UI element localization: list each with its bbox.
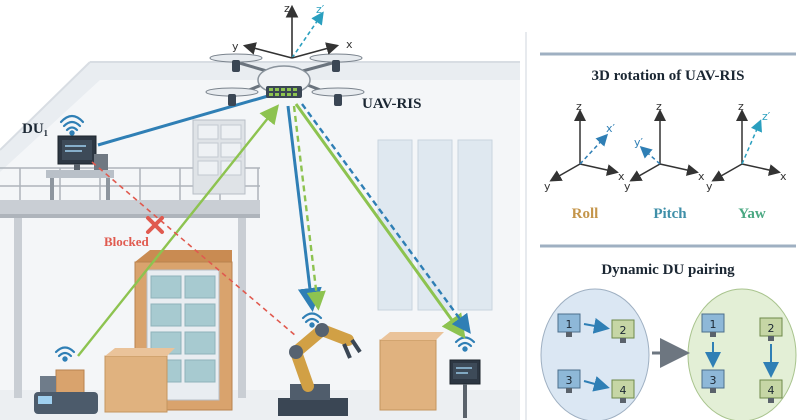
pairing-title: Dynamic DU pairing bbox=[601, 262, 735, 278]
pitch-axes bbox=[629, 109, 699, 182]
roll-label: Roll bbox=[572, 206, 599, 222]
du-monitor: 4 bbox=[759, 379, 783, 403]
du-monitor: 3 bbox=[701, 369, 725, 393]
du-monitor: 3 bbox=[557, 369, 581, 393]
pitch-axis-x: x bbox=[698, 170, 705, 183]
yaw-label: Yaw bbox=[738, 206, 766, 222]
pairing-before-bubble bbox=[540, 288, 650, 420]
pairing-arrow bbox=[583, 317, 610, 334]
du-monitor: 2 bbox=[611, 319, 635, 343]
wifi-icon bbox=[54, 346, 76, 362]
uav-axis-x: x bbox=[346, 38, 353, 51]
uav-axes bbox=[242, 4, 340, 59]
uav-drone bbox=[205, 53, 365, 106]
yaw-axis-x: x bbox=[780, 170, 787, 183]
pairing-after-bubble bbox=[687, 288, 797, 420]
pairing-arrow bbox=[583, 376, 610, 392]
roll-axes bbox=[549, 109, 619, 182]
uav-axis-y: y bbox=[232, 40, 239, 53]
du-monitor: 1 bbox=[557, 313, 581, 337]
upper-shelf bbox=[192, 119, 246, 195]
yaw-axis-z-prime: z′ bbox=[762, 110, 771, 123]
yaw-axis-z: z bbox=[738, 100, 744, 113]
du-monitor: 2 bbox=[759, 317, 783, 341]
du-number: 2 bbox=[620, 324, 627, 337]
pitch-axis-z: z bbox=[656, 100, 662, 113]
agv-robot bbox=[34, 376, 98, 414]
wifi-icon bbox=[301, 312, 323, 328]
roll-axis-x: x bbox=[618, 170, 625, 183]
blocked-icon bbox=[146, 216, 164, 234]
du1-workstation bbox=[46, 135, 114, 200]
du-number: 2 bbox=[768, 322, 775, 335]
rotation-title: 3D rotation of UAV-RIS bbox=[592, 68, 745, 84]
roll-axis-y: y bbox=[544, 180, 551, 193]
du-number: 4 bbox=[620, 384, 627, 397]
roll-axis-x-prime: x′ bbox=[606, 122, 616, 135]
uav-label: UAV-RIS bbox=[362, 96, 421, 112]
du-number: 1 bbox=[710, 318, 717, 331]
du-number: 3 bbox=[566, 374, 573, 387]
blocked-label: Blocked bbox=[104, 234, 150, 249]
yaw-axes bbox=[711, 109, 781, 182]
pitch-axis-y: y bbox=[624, 180, 631, 193]
uav-axis-z-prime: z′ bbox=[316, 3, 325, 16]
du-monitor: 4 bbox=[611, 379, 635, 403]
wifi-icon bbox=[59, 114, 85, 136]
robot-arm bbox=[278, 323, 362, 416]
du1-label: DU₁ bbox=[22, 121, 48, 137]
warehouse-background bbox=[0, 61, 520, 420]
du-number: 4 bbox=[768, 384, 775, 397]
du-number: 3 bbox=[710, 374, 717, 387]
uav-axis-z: z bbox=[284, 2, 290, 15]
yaw-axis-y: y bbox=[706, 180, 713, 193]
du-number: 1 bbox=[566, 318, 573, 331]
roll-axis-z: z bbox=[576, 100, 582, 113]
mezzanine-platform bbox=[0, 167, 260, 398]
signal-links bbox=[77, 94, 471, 357]
pitch-axis-y-prime: y′ bbox=[634, 136, 644, 149]
cardboard-boxes bbox=[55, 332, 444, 413]
du-monitor: 1 bbox=[701, 313, 725, 337]
kiosk-terminal bbox=[449, 359, 481, 418]
pitch-label: Pitch bbox=[653, 206, 687, 222]
